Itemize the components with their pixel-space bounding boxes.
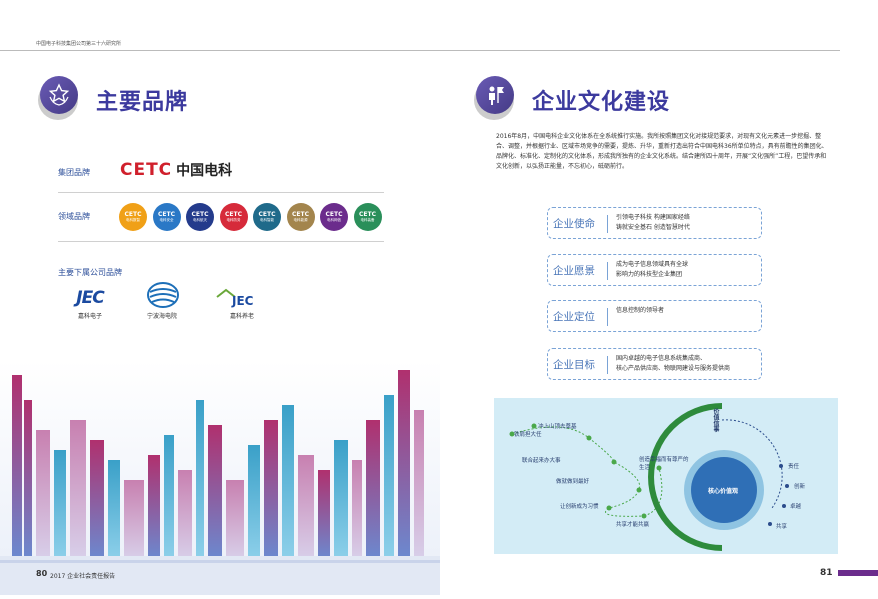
divider xyxy=(58,192,384,193)
jec-mark: JEC xyxy=(76,288,104,308)
field-brand-name: 电科智能 xyxy=(260,218,274,222)
field-brand-mark: CETC xyxy=(292,211,309,218)
cetc-logo-mark: CETC xyxy=(120,160,173,180)
box-value: 国内卓越的电子信息系统集成商、 核心产品供应商、物联网建设与服务提供商 xyxy=(616,354,756,374)
box-line: 核心产品供应商、物联网建设与服务提供商 xyxy=(616,365,731,372)
group-brand-label: 集团品牌 xyxy=(58,168,90,177)
jec-electronics-logo: JEC xyxy=(60,288,120,308)
header-rule xyxy=(0,50,840,51)
goal-box: 企业目标 国内卓越的电子信息系统集成商、 核心产品供应商、物联网建设与服务提供商 xyxy=(547,348,762,380)
sub-brand-name: 嘉科电子 xyxy=(77,313,102,320)
footer-title: 2017 企业社会责任报告 xyxy=(50,573,116,580)
positioning-box: 企业定位 信息控制的领导者 xyxy=(547,300,762,332)
path-label: 让创新成为习惯 xyxy=(560,504,599,510)
person-flag-icon xyxy=(476,76,514,114)
field-brand-mark: CETC xyxy=(258,211,276,218)
core-values-label: 核心价值观 xyxy=(708,488,739,495)
box-value: 信息控制的领导者 xyxy=(616,306,756,316)
path-label: 联合起来办大事 xyxy=(522,458,561,464)
jec-elderly-logo: JEC xyxy=(214,288,266,310)
box-line: 国内卓越的电子信息系统集成商、 xyxy=(616,355,707,362)
field-brand-name: 电科网信 xyxy=(327,218,341,222)
page-number-right: 81 xyxy=(820,568,833,578)
value-label: 创新 xyxy=(794,484,806,490)
box-line: 信息控制的领导者 xyxy=(616,307,665,314)
field-brand-mark: CETC xyxy=(225,211,242,218)
path-label: 创造幸福而有尊严的生活 xyxy=(639,457,689,471)
path-label: 铁肩担大任 xyxy=(514,432,542,438)
field-brand-name: 电科安全 xyxy=(159,218,174,222)
field-brand-name: 电科数智 xyxy=(126,218,140,222)
box-separator xyxy=(607,262,608,280)
field-brand-mark: CETC xyxy=(325,211,343,218)
box-value: 引领电子科技 构建国家经络 铸就安全基石 创造智慧时代 xyxy=(616,213,756,233)
box-key: 企业定位 xyxy=(553,311,595,323)
field-brand-mark: CETC xyxy=(191,211,209,218)
field-brand-mark: CETC xyxy=(359,211,376,218)
box-separator xyxy=(607,356,608,374)
values-top-label: 价值信事 xyxy=(712,408,719,432)
sub-brand-name: 宁波海电院 xyxy=(146,313,177,320)
vision-box: 企业愿景 成为电子信息领域具有全球 影响力的科技型企业集团 xyxy=(547,254,762,286)
sub-brand-name: 嘉科养老 xyxy=(229,313,254,320)
page-number-left: 80 xyxy=(36,569,48,578)
box-line: 成为电子信息领域具有全球 xyxy=(616,261,689,268)
value-label: 责任 xyxy=(788,464,800,470)
box-key: 企业使命 xyxy=(553,218,595,230)
box-value: 成为电子信息领域具有全球 影响力的科技型企业集团 xyxy=(616,260,756,280)
box-line: 铸就安全基石 创造智慧时代 xyxy=(616,224,690,231)
city-skyline-illustration xyxy=(0,360,440,595)
path-label: 做就做到最好 xyxy=(556,479,590,485)
cetc-group-logo: CETC 中国电科 xyxy=(120,160,232,180)
box-line: 影响力的科技型企业集团 xyxy=(616,271,683,278)
cetc-logo-name: 中国电科 xyxy=(176,163,233,179)
mission-box: 企业使命 引领电子科技 构建国家经络 铸就安全基石 创造智慧时代 xyxy=(547,207,762,239)
footer-accent-bar xyxy=(838,570,878,576)
field-brand-label: 领域品牌 xyxy=(58,212,90,221)
box-separator xyxy=(607,308,608,326)
wave-logo-icon xyxy=(146,280,180,310)
path-label: 冲上山顶去奠基 xyxy=(538,424,577,430)
field-brand-name: 电科航天 xyxy=(193,218,207,222)
box-line: 引领电子科技 构建国家经络 xyxy=(616,214,690,221)
value-label: 卓越 xyxy=(790,504,802,510)
running-header: 中国电子科技集团公司第三十六研究所 xyxy=(36,41,122,47)
divider xyxy=(58,241,384,242)
value-label: 共享 xyxy=(776,524,788,530)
brand-badge xyxy=(38,76,78,120)
field-brand-mark: CETC xyxy=(124,211,142,218)
sub-brand-label: 主要下属公司品牌 xyxy=(58,268,122,277)
box-separator xyxy=(607,215,608,233)
box-key: 企业愿景 xyxy=(553,265,595,277)
box-key: 企业目标 xyxy=(553,359,595,371)
values-diagram: 价值信事 核心价值观 责任 创新 卓越 共享 铁肩担大任 冲上山顶去奠基 联合起… xyxy=(494,398,838,554)
jec-mark: JEC xyxy=(232,294,254,308)
field-brand-name: 电科装备 xyxy=(360,218,375,222)
star-laurel-icon xyxy=(40,76,78,114)
field-brand-name: 电科防务 xyxy=(226,218,241,222)
culture-paragraph: 2016年8月，中国电科企业文化体系在全系统推行实施。我所按照集团文化对接规范要… xyxy=(496,133,828,170)
path-label: 共享才能共赢 xyxy=(616,522,650,528)
field-brand-mark: CETC xyxy=(158,211,175,218)
right-title: 企业文化建设 xyxy=(532,90,671,115)
left-title: 主要品牌 xyxy=(96,90,189,115)
field-brand-name: 电科能源 xyxy=(293,218,308,222)
culture-badge xyxy=(474,76,514,120)
